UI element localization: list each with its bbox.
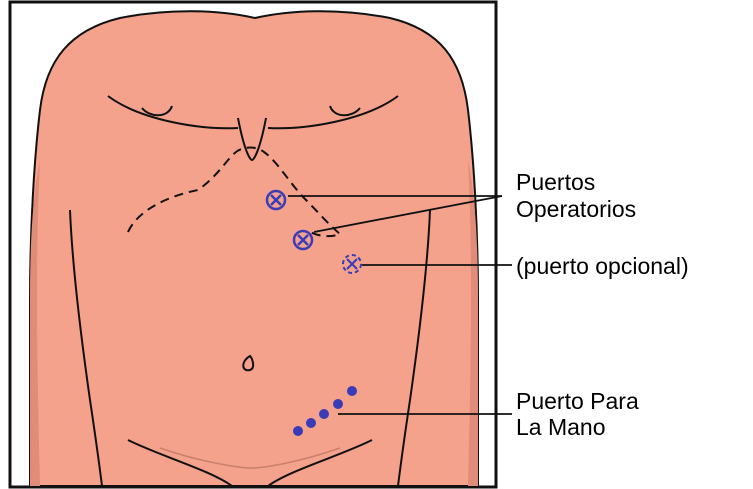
dot-icon (306, 418, 316, 428)
dot-icon (333, 399, 343, 409)
label-optional-port: (puerto opcional) (516, 254, 689, 279)
label-operative-ports-line2: Operatorios (516, 197, 636, 222)
label-hand-port-line1: Puerto Para (516, 389, 639, 414)
dot-icon (347, 386, 357, 396)
dot-icon (293, 426, 303, 436)
label-hand-port-line2: La Mano (516, 415, 606, 440)
dot-icon (319, 409, 329, 419)
label-operative-ports-line1: Puertos (516, 170, 595, 195)
